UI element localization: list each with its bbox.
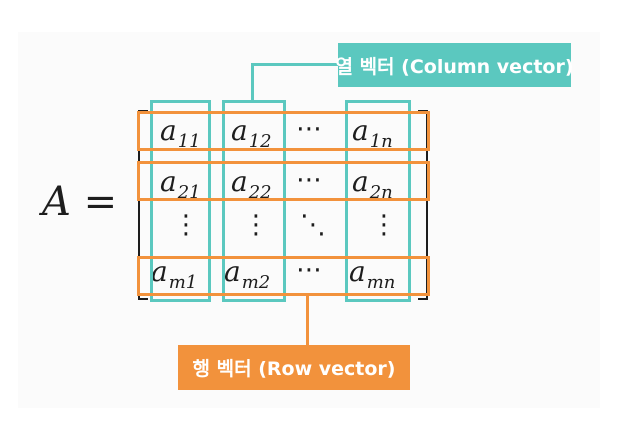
column-highlight-2 — [222, 100, 286, 302]
matrix-lhs: A = — [42, 182, 117, 222]
matrix-entry-a12: a12 — [231, 114, 272, 152]
equals-sign: = — [83, 179, 118, 225]
column-highlight-n — [345, 100, 411, 302]
matrix-entry-a21: a21 — [160, 165, 201, 203]
matrix-hdots: ⋯ — [296, 114, 322, 144]
matrix-entry-a22: a22 — [231, 165, 272, 203]
column-connector-vertical — [251, 63, 254, 101]
row-highlight-1 — [137, 111, 430, 151]
row-highlight-m — [137, 256, 430, 296]
row-vector-label: 행 벡터 (Row vector) — [178, 345, 410, 390]
matrix-entry-a2n: a2n — [352, 165, 393, 203]
column-connector-horizontal — [251, 63, 339, 66]
column-vector-label: 열 벡터 (Column vector) — [335, 43, 574, 87]
matrix-hdots: ⋯ — [296, 165, 322, 195]
matrix-vdots: ⋮ — [173, 210, 199, 240]
column-highlight-1 — [150, 100, 211, 302]
matrix-ddots: ⋱ — [300, 210, 326, 240]
row-highlight-2 — [137, 161, 430, 201]
matrix-entry-amn: amn — [349, 255, 396, 293]
matrix-entry-a1n: a1n — [352, 114, 393, 152]
matrix-entry-am1: am1 — [151, 255, 198, 293]
row-connector-vertical — [306, 296, 309, 346]
matrix-name: A — [42, 179, 71, 225]
matrix-hdots: ⋯ — [296, 255, 322, 285]
matrix-entry-am2: am2 — [224, 255, 271, 293]
matrix-vdots: ⋮ — [371, 210, 397, 240]
matrix-vdots: ⋮ — [243, 210, 269, 240]
matrix-entry-a11: a11 — [160, 114, 201, 152]
